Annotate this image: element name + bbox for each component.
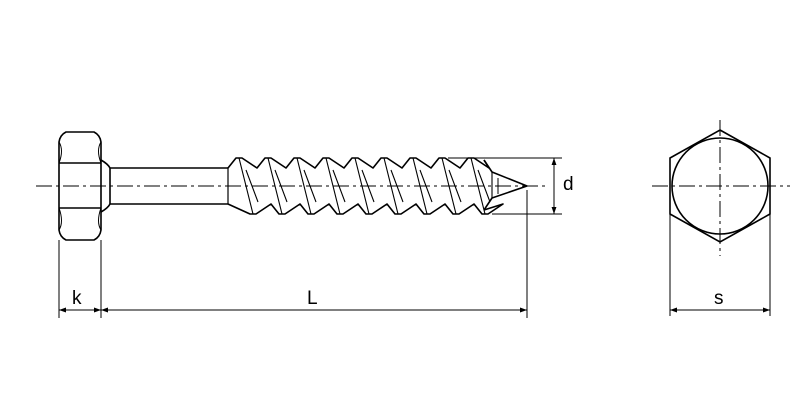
side-dimensions [58, 157, 562, 318]
thread-crest-bottom [227, 203, 504, 215]
head-height-label: k [72, 288, 82, 309]
end-view [652, 120, 790, 256]
thread-flank-line [296, 157, 312, 215]
length-label: L [307, 288, 318, 309]
across-flats-label: s [714, 288, 724, 309]
end-dimensions [669, 214, 771, 316]
screw-tip [483, 159, 528, 211]
hex-head-side [58, 131, 102, 241]
thread-crest-top [227, 157, 490, 169]
diameter-label: d [563, 174, 574, 195]
side-view [36, 131, 546, 241]
